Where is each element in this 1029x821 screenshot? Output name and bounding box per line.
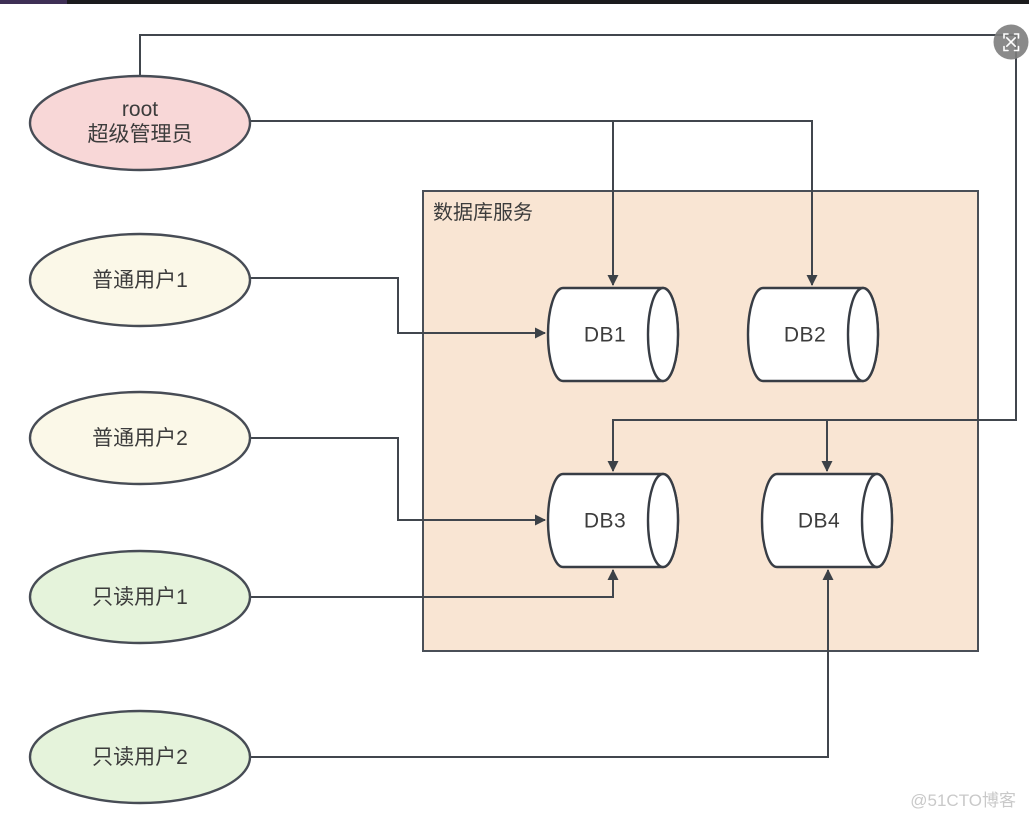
actor-root-sublabel: 超级管理员 [88, 123, 193, 146]
actor-normal-user-1-label: 普通用户1 [92, 269, 188, 292]
db3-label: DB3 [584, 510, 626, 533]
db4-label: DB4 [798, 510, 840, 533]
actor-readonly-user-2: 只读用户2 [28, 709, 252, 805]
image-preview-icon-x [1006, 37, 1016, 47]
db1-label: DB1 [584, 324, 626, 347]
actor-normal-user-1-ellipse [28, 232, 252, 328]
actor-normal-user-1: 普通用户1 [28, 232, 252, 328]
actor-readonly-user-2-ellipse [28, 709, 252, 805]
actor-readonly-user-1: 只读用户1 [28, 549, 252, 645]
actor-readonly-user-1-label: 只读用户1 [92, 586, 188, 609]
edge-root-to-db2 [249, 120, 818, 286]
image-preview-icon[interactable] [993, 24, 1029, 60]
actor-readonly-user-1-ellipse [28, 549, 252, 645]
db1-cap [646, 286, 680, 383]
db4-cap [860, 472, 894, 569]
db2-cylinder: DB2 [746, 286, 880, 383]
database-service-box-label: 数据库服务 [433, 201, 533, 224]
edge-readonly-user-2-to-db4 [250, 569, 834, 758]
edge-normal-user-1-to-db1 [250, 277, 546, 339]
db3-cap [646, 472, 680, 569]
actor-root-label: root [122, 98, 158, 121]
db4-cylinder: DB4 [760, 472, 894, 569]
actor-root: root 超级管理员 [28, 74, 252, 172]
edges [139, 34, 1017, 758]
db3-cylinder: DB3 [546, 472, 680, 569]
actor-normal-user-2: 普通用户2 [28, 390, 252, 486]
actor-normal-user-2-ellipse [28, 390, 252, 486]
actor-readonly-user-2-label: 只读用户2 [92, 746, 188, 769]
top-bar-dark-segment [67, 0, 1029, 4]
db1-cylinder: DB1 [546, 286, 680, 383]
actor-normal-user-2-label: 普通用户2 [92, 427, 188, 450]
db2-cap [846, 286, 880, 383]
db2-label: DB2 [784, 324, 826, 347]
edge-normal-user-2-to-db3 [250, 437, 546, 526]
image-preview-icon-frame [1003, 33, 1020, 52]
top-bar-purple-segment [0, 0, 67, 4]
actor-root-ellipse [28, 74, 252, 172]
top-bar [0, 0, 1029, 4]
edge-readonly-user-1-to-db3 [250, 569, 619, 598]
watermark: @51CTO博客 [910, 791, 1016, 810]
edge-root-to-db3 [139, 34, 1017, 472]
